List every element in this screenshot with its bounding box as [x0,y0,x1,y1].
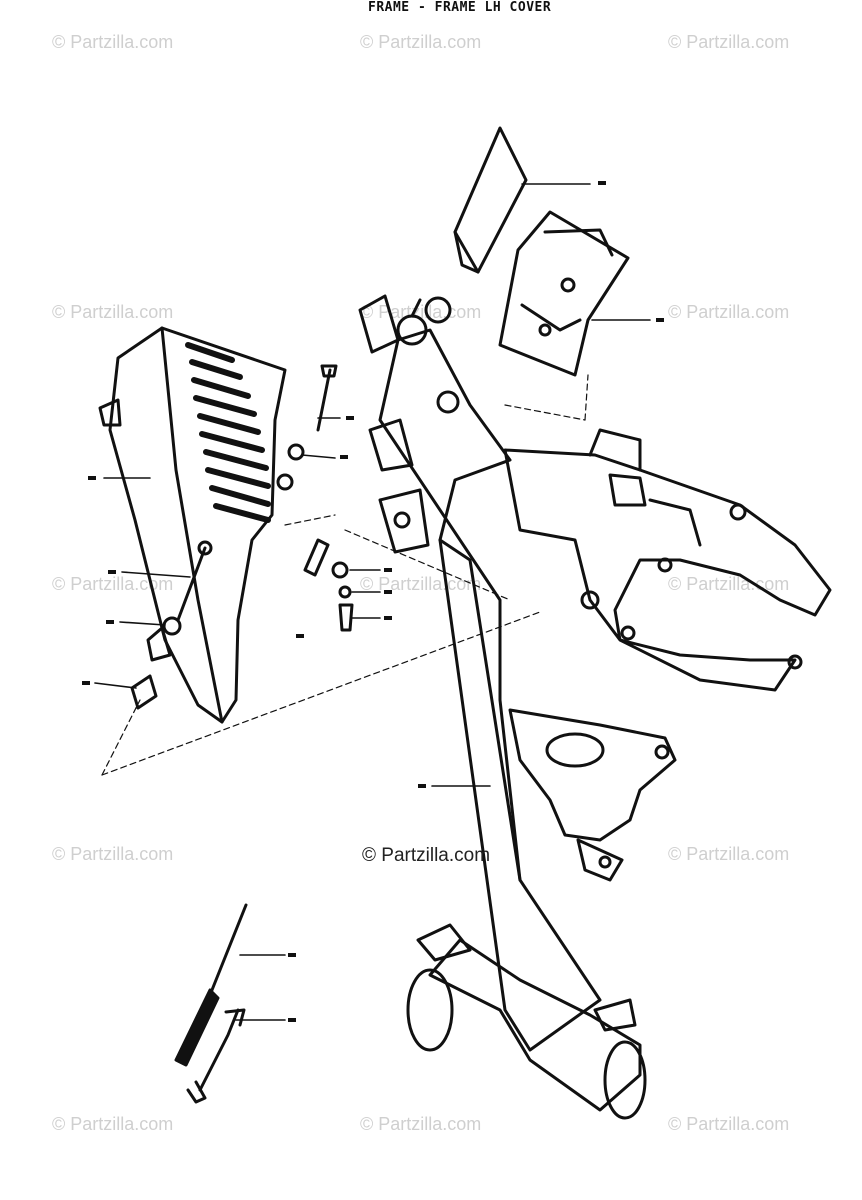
frame-main-part [358,294,602,1052]
callout-leader [301,454,336,459]
ref-mark [346,416,354,420]
leader-line [101,611,541,776]
callout-leader [121,571,191,578]
watermark: © Partzilla.com [668,574,790,594]
ref-mark [106,620,114,624]
callout-leader [94,682,137,689]
watermark: © Partzilla.com [668,32,790,52]
ref-mark [340,455,348,459]
upper-cover-part [498,210,630,377]
ref-mark [82,681,90,685]
watermark-center: © Partzilla.com [362,845,491,866]
ref-mark [384,590,392,594]
ref-mark [288,953,296,957]
leader-line [504,404,586,421]
ref-mark [384,568,392,572]
leader-line [344,529,511,601]
tool-screwdriver-icon [174,903,248,1067]
watermark: © Partzilla.com [668,844,790,864]
ref-mark [418,784,426,788]
leader-line [101,699,141,776]
ref-mark [88,476,96,480]
watermark: © Partzilla.com [360,32,482,52]
watermark: © Partzilla.com [52,302,174,322]
diagram-title: FRAME - FRAME LH COVER [368,0,552,16]
watermark: © Partzilla.com [668,1114,790,1134]
ref-mark [656,318,664,322]
rubber-pad-part [453,126,528,274]
leader-line [284,514,336,526]
cover-fasteners [130,364,354,710]
leader-line [584,374,589,421]
ref-mark [108,570,116,574]
lh-cover-part [98,326,294,724]
frame-crossmember-part [503,428,832,692]
watermark: © Partzilla.com [52,844,174,864]
ref-mark [384,616,392,620]
frame-tube-end-part [406,923,647,1120]
ref-mark [288,1018,296,1022]
callout-leader [119,621,166,626]
watermark: © Partzilla.com [52,1114,174,1134]
watermark: © Partzilla.com [52,32,174,52]
watermark: © Partzilla.com [668,302,790,322]
watermark: © Partzilla.com [360,1114,482,1134]
ref-mark [598,181,606,185]
watermark: © Partzilla.com [52,574,174,594]
watermark: © Partzilla.com [360,574,482,594]
tool-wrench-icon [186,1008,246,1104]
frame-lower-plate-part [508,708,677,882]
ref-mark [296,634,304,638]
